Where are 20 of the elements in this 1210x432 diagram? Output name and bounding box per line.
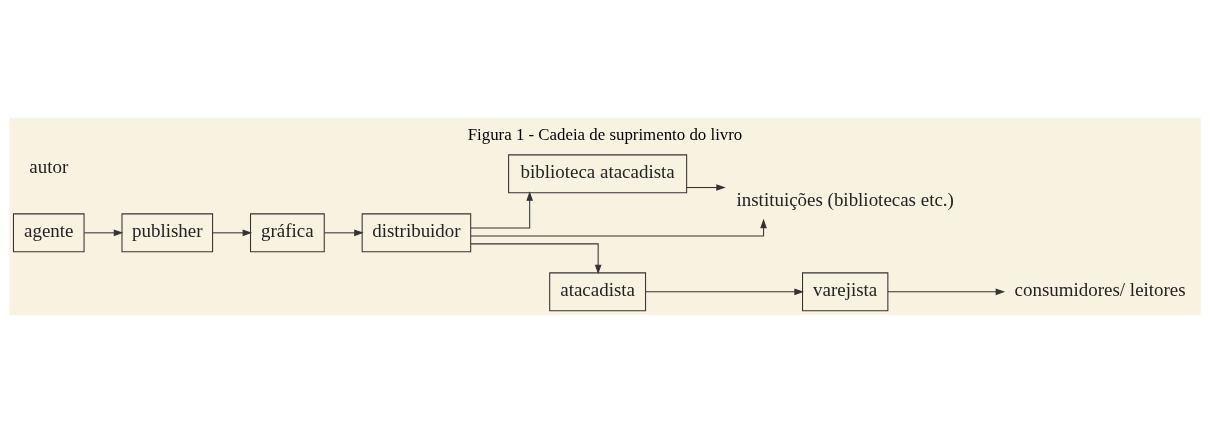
node-box: gráfica bbox=[250, 212, 325, 252]
node-box: varejista bbox=[802, 271, 889, 311]
arrow bbox=[645, 288, 804, 295]
arrow bbox=[470, 190, 533, 229]
arrow bbox=[686, 183, 726, 191]
arrow bbox=[470, 218, 767, 236]
arrow bbox=[212, 229, 253, 236]
diagram-title: Figura 1 - Cadeia de suprimento do livro bbox=[467, 124, 743, 144]
arrow bbox=[83, 229, 124, 236]
node-text: instituições (bibliotecas etc.) bbox=[736, 188, 954, 210]
node-box: agente bbox=[12, 212, 85, 252]
node-box: biblioteca atacadista bbox=[508, 153, 688, 193]
arrow bbox=[887, 288, 1006, 295]
arrow bbox=[323, 229, 364, 236]
node-text: consumidores/ leitores bbox=[1014, 278, 1186, 300]
node-box: atacadista bbox=[549, 271, 647, 311]
label: autor bbox=[29, 155, 69, 177]
node-box: distribuidor bbox=[361, 212, 472, 252]
arrow bbox=[470, 242, 602, 274]
node-box: publisher bbox=[121, 212, 214, 252]
